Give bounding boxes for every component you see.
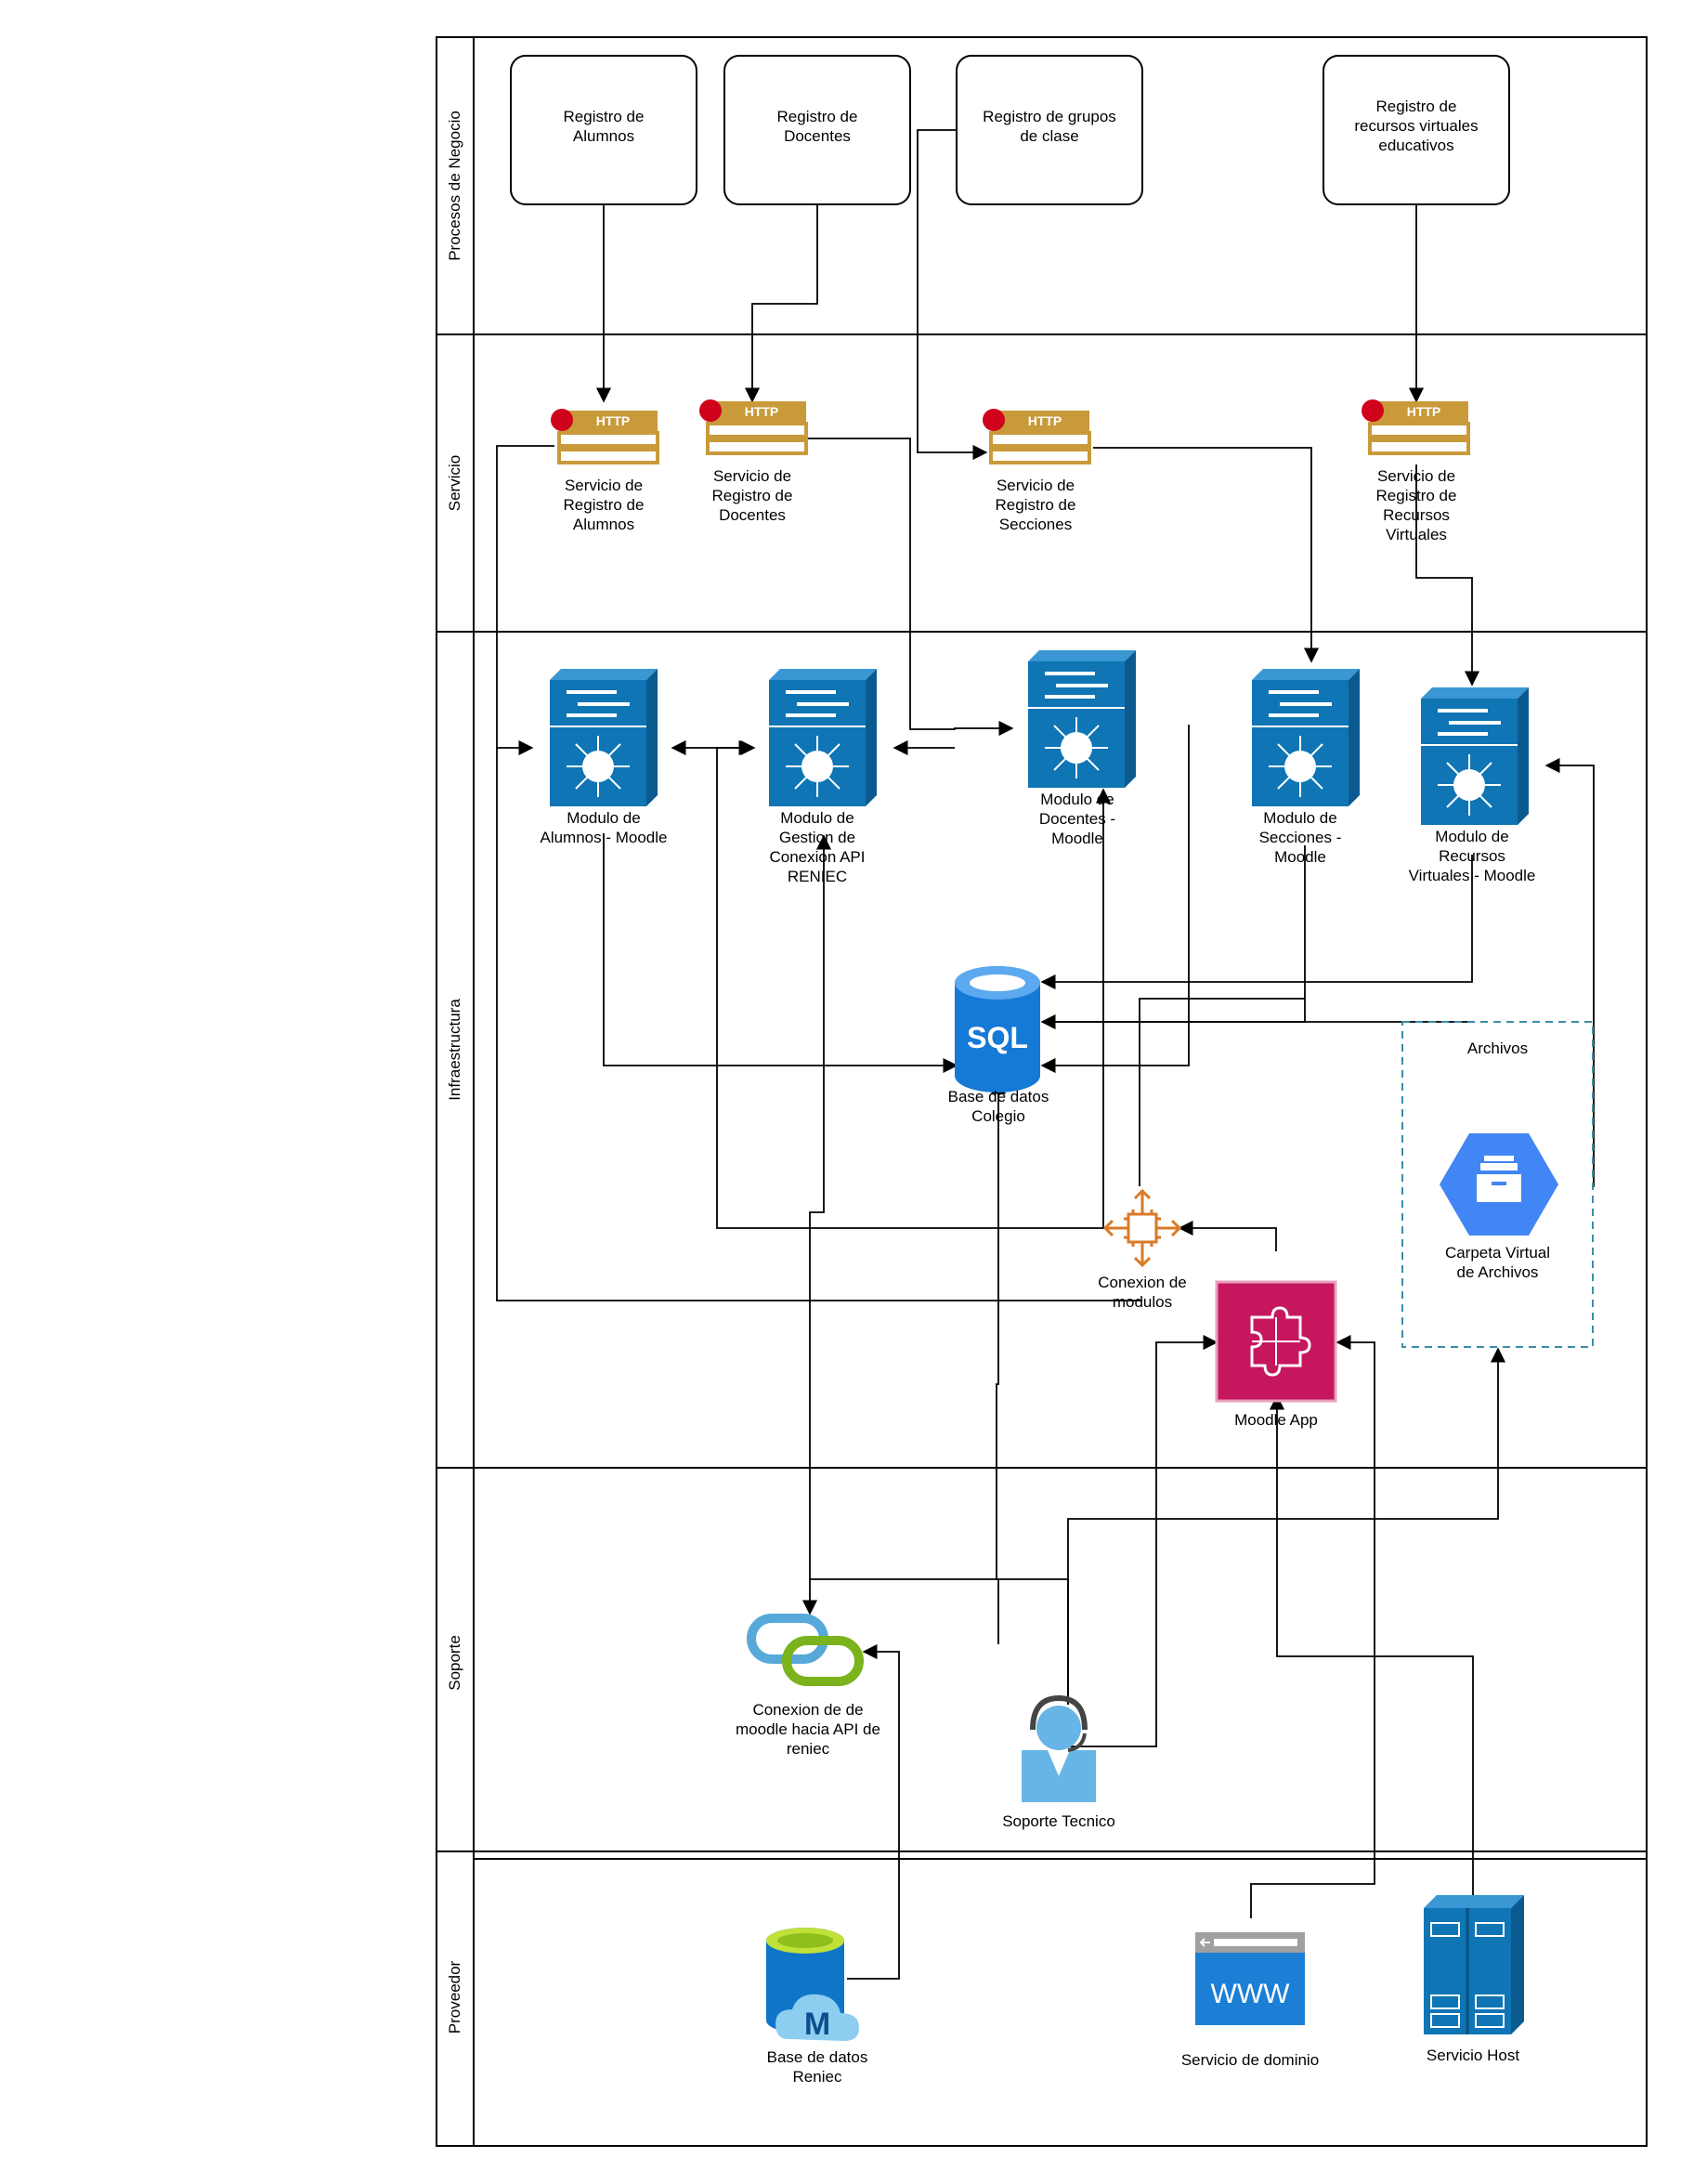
- modulo-recursos-label: Modulo de Recursos Virtuales - Moodle: [1408, 828, 1536, 884]
- moodle-app-icon: [1215, 1280, 1337, 1403]
- svg-text:M: M: [804, 2007, 830, 2042]
- servicio-docentes-label: Servicio de Registro de Docentes: [711, 467, 793, 524]
- archivos-group-label: Archivos: [1466, 1040, 1529, 1057]
- lane-label-infraestructura: Infraestructura: [446, 999, 463, 1101]
- process-boxes: [510, 55, 1510, 205]
- modulo-reniec-label: Modulo de Gestion de Conexion API RENIEC: [769, 809, 866, 885]
- switch-module-icon: [1252, 669, 1360, 806]
- servicio-dominio-label: Servicio de dominio: [1180, 2051, 1320, 2069]
- support-technician-icon: [1022, 1694, 1096, 1802]
- switch-module-icon: [1421, 687, 1529, 825]
- conexion-api-reniec-label: Conexion de de moodle hacia API de renie…: [736, 1701, 880, 1758]
- servicio-secciones-label: Servicio de Registro de Secciones: [995, 477, 1076, 533]
- bd-reniec-label: Base de datos Reniec: [766, 2048, 868, 2086]
- www-domain-icon: WWW: [1195, 1932, 1305, 2025]
- servicio-recursos-label: Servicio de Registro de Recursos Virtual…: [1375, 467, 1457, 543]
- filestore-icon: [1440, 1133, 1558, 1236]
- modulo-docentes-label: Modulo de Docentes - Moodle: [1038, 791, 1116, 847]
- switch-module-icon: [1028, 650, 1136, 788]
- http-service-icon: HTTP: [983, 409, 1091, 464]
- soporte-tecnico-label: Soporte Tecnico: [1002, 1812, 1115, 1830]
- bd-colegio-label: Base de datos Colegio: [947, 1088, 1049, 1125]
- chip-connector-icon: [1102, 1188, 1182, 1268]
- svg-text:HTTP: HTTP: [1407, 404, 1441, 419]
- proceso-registro-recursos: Registro de recursos virtuales educativo…: [1354, 98, 1479, 154]
- modulo-secciones-label: Modulo de Secciones - Moodle: [1258, 809, 1342, 866]
- svg-text:SQL: SQL: [967, 1021, 1028, 1054]
- sql-database-icon: SQL: [955, 966, 1040, 1092]
- archivos-group: [1401, 1021, 1594, 1348]
- switch-module-icon: [550, 669, 658, 806]
- conexion-modulos-label: Conexion de modulos: [1098, 1274, 1187, 1311]
- http-service-icon: HTTP: [699, 399, 808, 455]
- http-service-icon: HTTP: [1362, 399, 1470, 455]
- server-host-icon: [1424, 1895, 1524, 2034]
- connectors: [496, 129, 1595, 1980]
- svg-text:HTTP: HTTP: [596, 413, 631, 428]
- svg-text:WWW: WWW: [1211, 1979, 1291, 2009]
- servicio-alumnos-label: Servicio de Registro de Alumnos: [563, 477, 645, 533]
- lane-label-proveedor: Proveedor: [446, 1960, 463, 2034]
- svg-text:HTTP: HTTP: [745, 404, 779, 419]
- moodle-app-label: Moodle App: [1234, 1411, 1318, 1429]
- servicio-host-label: Servicio Host: [1426, 2047, 1520, 2064]
- switch-module-icon: [769, 669, 877, 806]
- lane-label-negocio: Procesos de Negocio: [446, 111, 463, 261]
- carpeta-virtual-label: Carpeta Virtual de Archivos: [1444, 1244, 1551, 1281]
- proceso-registro-grupos: Registro de grupos de clase: [983, 108, 1116, 145]
- reniec-database-icon: M: [766, 1928, 859, 2042]
- svg-text:HTTP: HTTP: [1028, 413, 1062, 428]
- chain-link-icon: [747, 1614, 864, 1686]
- lane-label-servicio: Servicio: [446, 454, 463, 512]
- proceso-registro-docentes: Registro de Docentes: [776, 108, 858, 145]
- lane-label-soporte: Soporte: [446, 1635, 463, 1691]
- proceso-registro-alumnos: Registro de Alumnos: [563, 108, 645, 145]
- http-service-icon: HTTP: [551, 409, 659, 464]
- modulo-alumnos-label: Modulo de Alumnos - Moodle: [540, 809, 668, 846]
- swimlane-frame: [436, 36, 1648, 2147]
